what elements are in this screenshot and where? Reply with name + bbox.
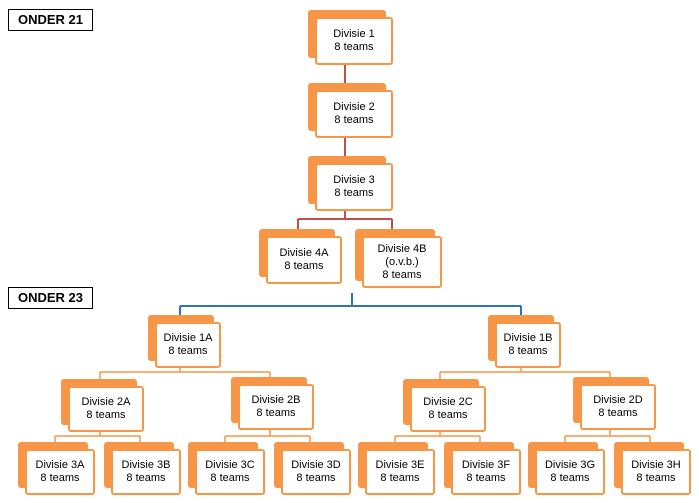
division-name: Divisie 2D bbox=[593, 394, 643, 406]
division-detail: 8 teams bbox=[256, 407, 296, 419]
division-name: Divisie 3F bbox=[461, 459, 511, 471]
division-name: Divisie 3B bbox=[121, 459, 171, 471]
division-name: Divisie 2 bbox=[333, 101, 375, 113]
division-name: Divisie 3D bbox=[291, 459, 341, 471]
division-name: Divisie 1A bbox=[163, 332, 213, 344]
division-name: Divisie 2B bbox=[251, 394, 301, 406]
division-name: Divisie 4A bbox=[279, 247, 329, 259]
division-box-face: Divisie 4B(o.v.b.)8 teams bbox=[362, 236, 442, 288]
division-detail: 8 teams bbox=[334, 41, 374, 53]
division-detail: 8 teams bbox=[210, 472, 250, 484]
division-name: Divisie 2A bbox=[81, 396, 131, 408]
section-label-onder-21: ONDER 21 bbox=[8, 9, 94, 31]
division-detail: 8 teams bbox=[598, 407, 638, 419]
division-name: Divisie 3G bbox=[544, 459, 596, 471]
division-detail: (o.v.b.) bbox=[385, 255, 419, 268]
division-name: Divisie 2C bbox=[423, 396, 473, 408]
division-detail: 8 teams bbox=[334, 187, 374, 199]
division-detail: 8 teams bbox=[126, 472, 166, 484]
division-name: Divisie 1 bbox=[333, 28, 375, 40]
division-detail: 8 teams bbox=[380, 472, 420, 484]
section-label-onder-23: ONDER 23 bbox=[8, 287, 94, 309]
division-name: Divisie 3A bbox=[35, 459, 85, 471]
division-detail: 8 teams bbox=[508, 345, 548, 357]
division-detail: 8 teams bbox=[466, 472, 506, 484]
division-name: Divisie 3 bbox=[333, 174, 375, 186]
division-name: Divisie 3E bbox=[375, 459, 425, 471]
division-name: Divisie 4B bbox=[377, 242, 427, 255]
division-box-d4b: Divisie 4B(o.v.b.)8 teams bbox=[355, 229, 442, 288]
division-detail: 8 teams bbox=[382, 268, 422, 281]
division-detail: 8 teams bbox=[168, 345, 208, 357]
division-detail: 8 teams bbox=[550, 472, 590, 484]
division-name: Divisie 3C bbox=[205, 459, 255, 471]
division-detail: 8 teams bbox=[284, 260, 324, 272]
division-name: Divisie 1B bbox=[503, 332, 553, 344]
division-detail: 8 teams bbox=[636, 472, 676, 484]
division-detail: 8 teams bbox=[86, 409, 126, 421]
division-name: Divisie 3H bbox=[631, 459, 681, 471]
division-detail: 8 teams bbox=[428, 409, 468, 421]
division-detail: 8 teams bbox=[334, 114, 374, 126]
division-detail: 8 teams bbox=[40, 472, 80, 484]
division-detail: 8 teams bbox=[296, 472, 336, 484]
